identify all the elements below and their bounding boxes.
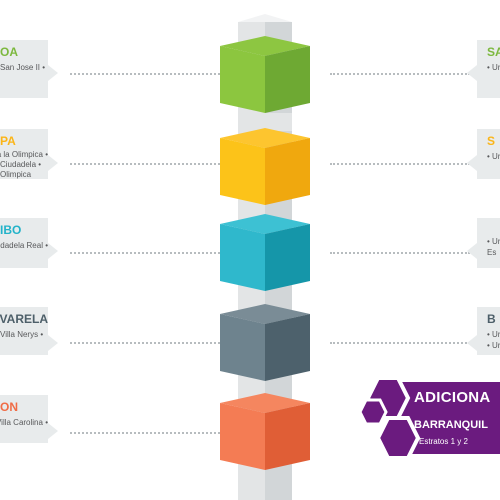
left-card-3: IBO • Ciudadela Real xyxy=(0,218,58,268)
left-card-1-title: OA xyxy=(0,45,18,59)
right-card-4-line-1: • Ur xyxy=(487,330,500,339)
right-card-1-line-1: • Ur xyxy=(487,63,500,72)
connector-left-4 xyxy=(70,342,220,344)
right-card-4-title: B xyxy=(487,312,496,326)
left-card-3-title: IBO xyxy=(0,223,22,237)
left-card-2-line-2: • Ciudadela xyxy=(0,160,42,169)
left-card-2-line-3: Olimpica xyxy=(0,170,32,179)
extra-banner-line: • Estratos 1 y 2 xyxy=(414,437,468,446)
connector-left-1 xyxy=(70,73,220,75)
connector-right-1 xyxy=(330,73,470,75)
cube-green xyxy=(220,36,310,113)
right-card-2-title: S xyxy=(487,134,496,148)
connector-right-4 xyxy=(330,342,470,344)
hexagon-banner-shape xyxy=(358,376,500,460)
extra-banner: ADICIONA BARRANQUIL • Estratos 1 y 2 xyxy=(358,376,500,466)
left-card-5-line-1: • Villa Carolina xyxy=(0,418,48,427)
connector-right-3 xyxy=(330,252,470,254)
left-card-5-title: ON xyxy=(0,400,18,414)
right-card-2: S • Ur xyxy=(467,129,500,179)
left-card-2: PA • Ciudadela la Olimpica • Ciudadela O… xyxy=(0,129,58,179)
right-card-1-title: SA xyxy=(487,45,500,59)
left-card-4: VARELA • Villa Nerys xyxy=(0,307,58,355)
right-card-4-line-2: • Ur xyxy=(487,341,500,350)
right-card-4: B • Ur • Ur xyxy=(467,307,500,355)
connector-right-2 xyxy=(330,163,470,165)
left-card-4-line-1: • Villa Nerys xyxy=(0,330,44,339)
left-card-2-title: PA xyxy=(0,134,16,148)
left-card-4-title: VARELA xyxy=(0,312,48,326)
connector-left-3 xyxy=(70,252,220,254)
right-card-3-line-1: • Ur xyxy=(487,237,500,246)
connector-left-5 xyxy=(70,432,220,434)
right-card-3: • Ur Es xyxy=(467,218,500,268)
right-card-2-line-1: • Ur xyxy=(487,152,500,161)
cube-yellow xyxy=(220,128,310,205)
connector-left-2 xyxy=(70,163,220,165)
right-card-1: SA • Ur xyxy=(467,40,500,98)
extra-banner-subtitle: BARRANQUIL xyxy=(414,419,488,431)
left-card-5: ON • Villa Carolina xyxy=(0,395,58,443)
left-card-3-line-1: • Ciudadela Real xyxy=(0,241,48,250)
left-card-1-line-1: • San Jose II xyxy=(0,63,46,72)
left-card-2-line-1: • Ciudadela la Olimpica xyxy=(0,150,48,159)
cube-orange xyxy=(220,393,310,470)
right-card-3-line-2: Es xyxy=(487,248,497,257)
left-card-1: OA • San Jose II xyxy=(0,40,58,98)
cube-cyan xyxy=(220,214,310,291)
right-card-3-title xyxy=(487,223,500,237)
extra-banner-title: ADICIONA xyxy=(414,389,491,406)
cube-slate xyxy=(220,304,310,381)
